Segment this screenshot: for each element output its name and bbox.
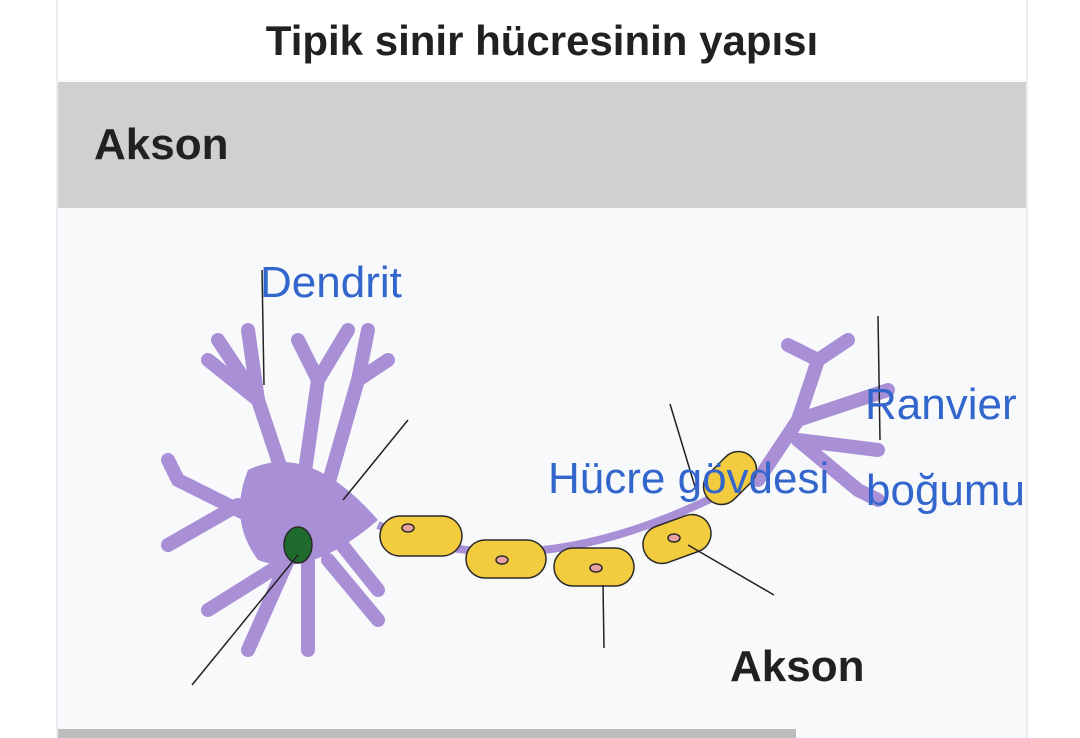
label-ranvier: Ranvier <box>865 380 1017 429</box>
pointer-lines <box>191 269 881 686</box>
nucleus <box>283 526 313 564</box>
label-akson: Akson <box>730 642 865 691</box>
myelin-sheaths <box>379 450 758 587</box>
section-header-label: Akson <box>94 120 229 169</box>
dendrites <box>161 323 895 657</box>
section-header: Akson <box>58 82 1026 208</box>
cell-body <box>240 461 378 565</box>
horizontal-scrollbar[interactable] <box>58 729 796 738</box>
infobox: Tipik sinir hücresinin yapısı Akson Dend… <box>56 0 1028 738</box>
label-hucre-govdesi: Hücre gövdesi <box>548 454 830 503</box>
label-dendrit: Dendrit <box>260 258 402 307</box>
label-bogumu: boğumu <box>866 466 1026 515</box>
infobox-title: Tipik sinir hücresinin yapısı <box>58 0 1026 80</box>
neuron-diagram <box>161 269 895 686</box>
